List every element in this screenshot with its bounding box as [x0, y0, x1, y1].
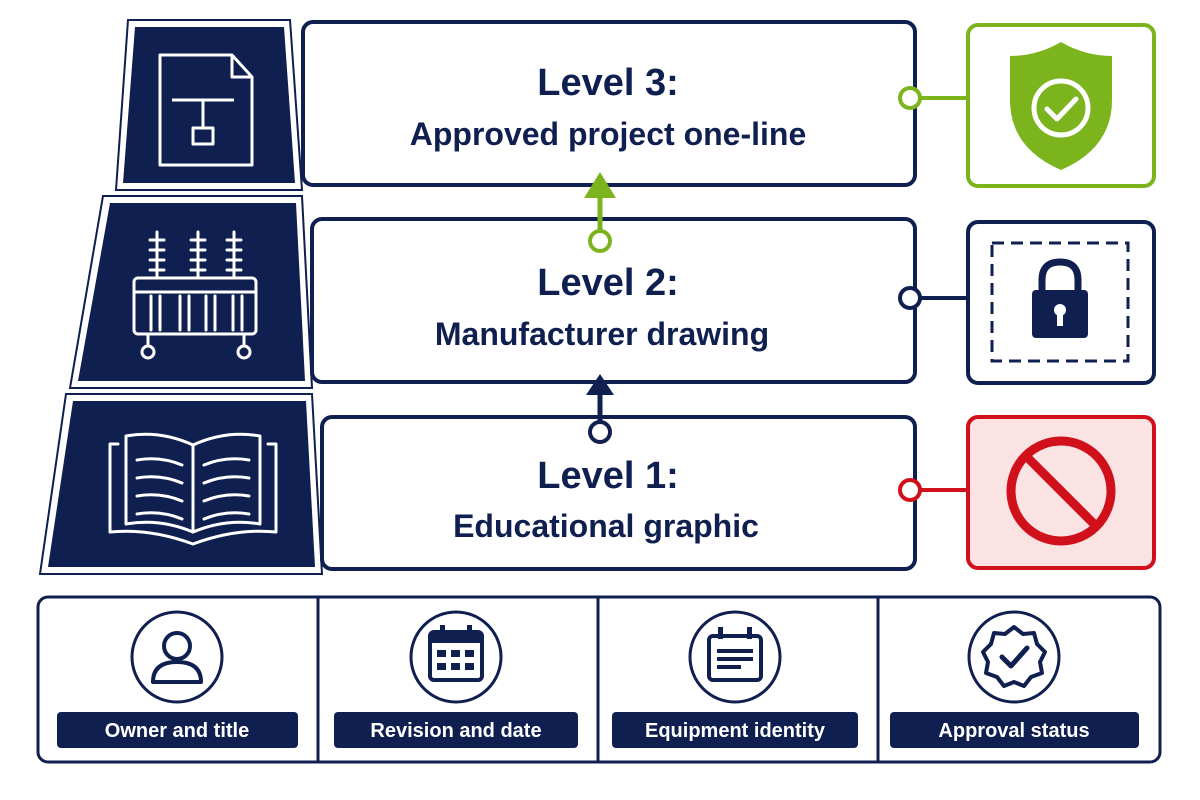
level-2-subtitle: Manufacturer drawing [435, 316, 769, 352]
pyramid-tier-level-1 [38, 393, 324, 575]
transformer-icon [132, 230, 258, 360]
pyramid-tier-level-2 [68, 195, 314, 389]
card-owner-and-title: Owner and title [57, 610, 298, 748]
prohibited-icon [1006, 436, 1116, 546]
level-box-1: Level 1: Educational graphic [320, 415, 917, 571]
person-icon [151, 631, 203, 684]
level-3-title: Level 3: [537, 62, 679, 104]
card-label-owner: Owner and title [105, 720, 249, 742]
status-level-3 [898, 23, 1156, 188]
shield-check-icon [1010, 42, 1112, 170]
level-1-title: Level 1: [537, 455, 679, 497]
card-equipment-identity: Equipment identity [612, 610, 858, 748]
nameplate-icon [707, 627, 763, 682]
level-1-subtitle: Educational graphic [453, 508, 759, 544]
pyramid-column [38, 19, 324, 575]
status-level-2 [898, 220, 1156, 385]
card-revision-and-date: Revision and date [334, 610, 578, 748]
card-label-equipment: Equipment identity [645, 720, 826, 742]
calendar-icon [428, 625, 484, 682]
metadata-card-strip: Owner and title Revision and date [36, 595, 1162, 764]
badge-check-icon [981, 625, 1047, 688]
one-line-document-icon [158, 53, 254, 167]
card-label-revision: Revision and date [370, 720, 541, 742]
level-2-title: Level 2: [537, 262, 679, 304]
level-box-3: Level 3: Approved project one-line [301, 20, 917, 187]
padlock-icon [1032, 258, 1088, 338]
arrow-level-2-to-3 [584, 172, 616, 253]
level-3-subtitle: Approved project one-line [410, 116, 806, 152]
status-level-1 [898, 415, 1156, 570]
level-box-2: Level 2: Manufacturer drawing [310, 217, 917, 384]
open-book-icon [108, 432, 278, 546]
card-label-approval: Approval status [938, 720, 1089, 742]
arrow-level-1-to-2 [586, 374, 614, 444]
card-approval-status: Approval status [890, 610, 1139, 748]
pyramid-tier-level-3 [114, 19, 304, 191]
